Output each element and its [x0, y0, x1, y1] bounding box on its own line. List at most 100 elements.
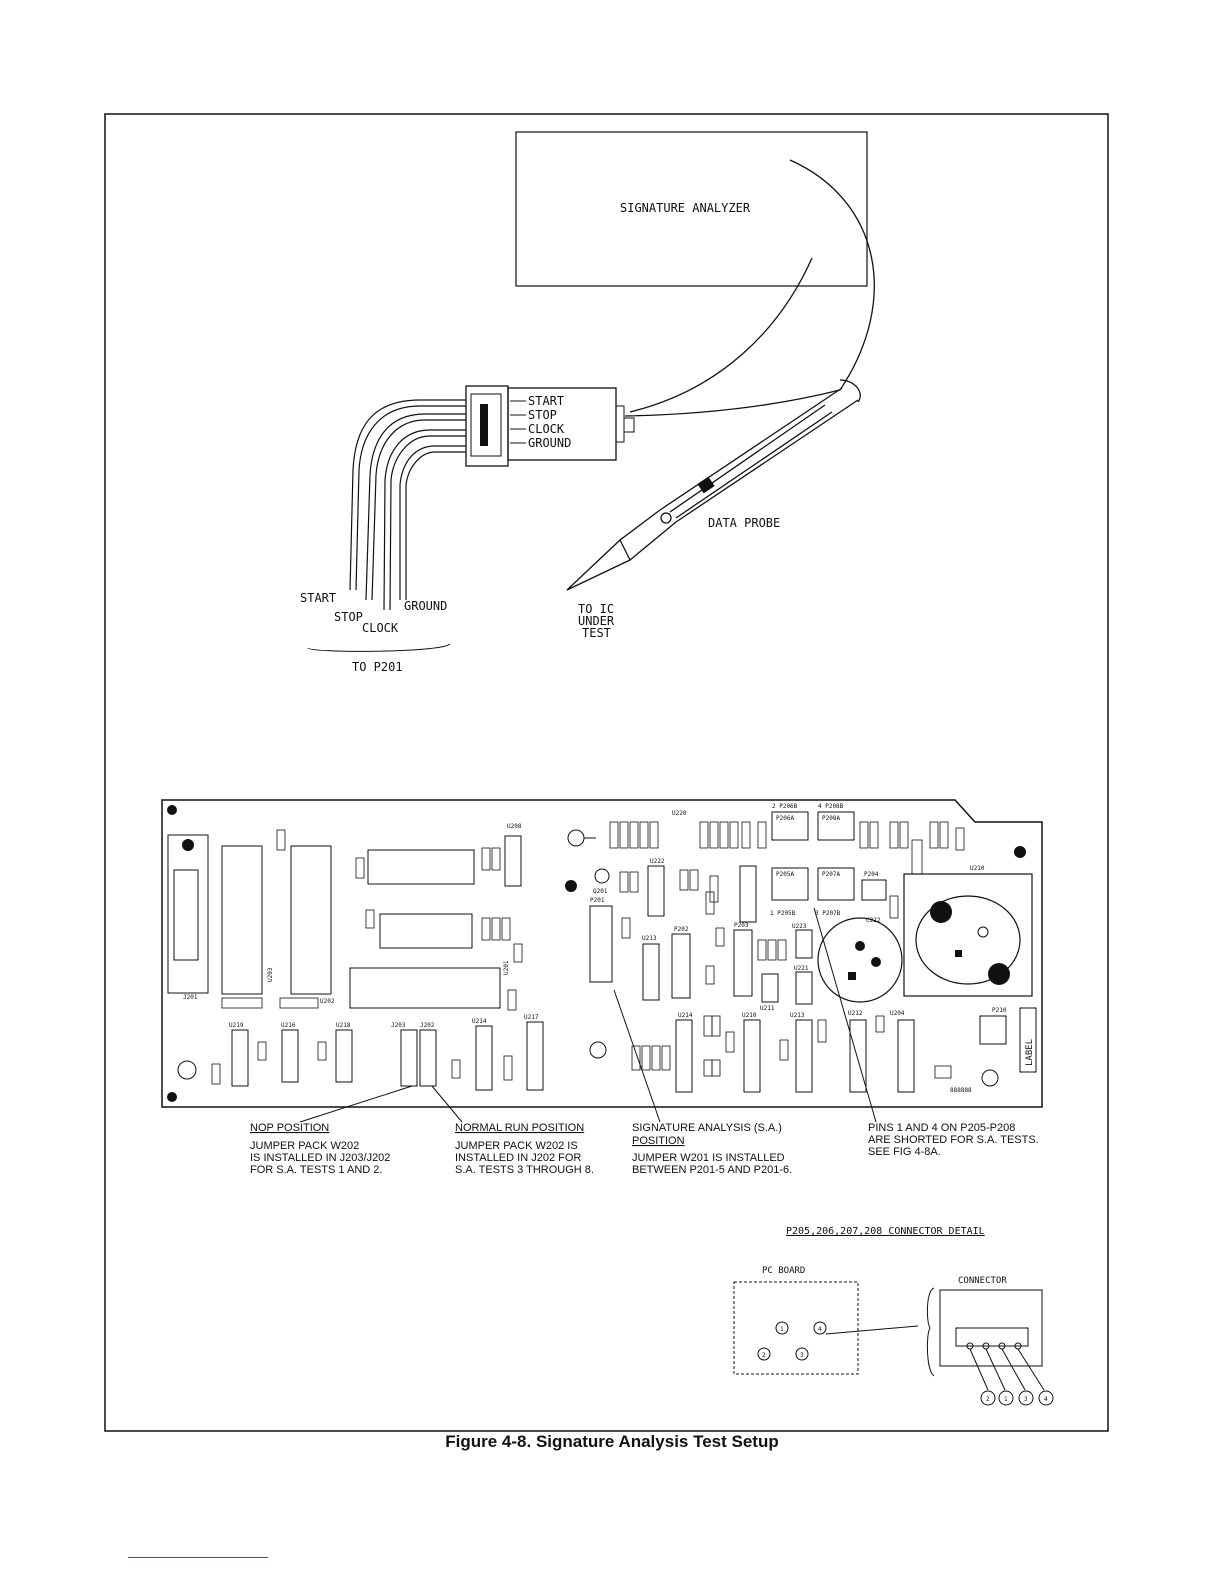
figure-caption: Figure 4-8. Signature Analysis Test Setu… — [445, 1432, 779, 1451]
note-nop-line-3: FOR S.A. TESTS 1 AND 2. — [250, 1164, 382, 1176]
note-sa-line-1: JUMPER W201 IS INSTALLED — [632, 1152, 785, 1164]
board-label-u215: U216 — [281, 1022, 296, 1029]
lead-clock-label: CLOCK — [362, 621, 399, 635]
board-label-p204: P204 — [864, 871, 879, 878]
signature-analyzer: SIGNATURE ANALYZER — [515, 131, 868, 287]
probe-target: TO IC UNDER TEST — [578, 602, 615, 640]
pod-line-ground: GROUND — [528, 436, 571, 450]
connector-p205a: P205A — [776, 871, 794, 878]
board-label-u222: U222 — [650, 858, 665, 865]
board-label-p203: P203 — [734, 922, 749, 929]
board-label-u210: U210 — [742, 1012, 757, 1019]
board-label-u201: U201 — [503, 960, 510, 975]
connector-pin-2: 2 — [980, 1390, 996, 1406]
board-label-u223: U223 — [792, 923, 807, 930]
note-sa-line-2: BETWEEN P201-5 AND P201-6. — [632, 1164, 792, 1176]
note-sa-heading: SIGNATURE ANALYSIS (S.A.) — [632, 1122, 782, 1134]
board-side-label: LABEL — [1025, 1039, 1035, 1066]
connector-p207a: P207A — [822, 871, 840, 878]
pod-line-clock: CLOCK — [528, 422, 565, 436]
board-label-p201: P201 — [590, 897, 605, 904]
note-pins-line-3: SEE FIG 4-8A. — [868, 1146, 941, 1158]
footer-rule — [128, 1557, 268, 1558]
connector-p207b: 3 P207B — [815, 910, 841, 917]
note-normal-line-2: INSTALLED IN J202 FOR — [455, 1152, 581, 1164]
pod-line-start: START — [528, 394, 564, 408]
board-label-u209: U219 — [229, 1022, 244, 1029]
connector-detail: P205,206,207,208 CONNECTOR DETAIL PC BOA… — [733, 1226, 1054, 1406]
board-pin-1: 1 — [775, 1321, 789, 1335]
to-p201-label: TO P201 — [352, 660, 403, 674]
note-normal-heading: NORMAL RUN POSITION — [455, 1122, 584, 1134]
board-label-j201: J201 — [183, 994, 198, 1001]
note-nop-heading: NOP POSITION — [250, 1122, 329, 1134]
board-label-u202: U202 — [320, 998, 335, 1005]
connector-body — [939, 1289, 1043, 1367]
board-label-u221: U221 — [794, 965, 809, 972]
board-pin-3: 3 — [795, 1347, 809, 1361]
board-label-p210: P210 — [992, 1007, 1007, 1014]
lead-stop-label: STOP — [334, 610, 363, 624]
board-label-p206b: 2 P206B — [772, 803, 798, 810]
note-leaders — [299, 907, 877, 1123]
lead-labels: START STOP CLOCK GROUND TO P201 — [300, 591, 451, 674]
board-label-u213: U213 — [642, 935, 657, 942]
pod-leads — [349, 399, 466, 611]
board-number: 888888 — [950, 1087, 972, 1094]
analyzer-cables — [624, 159, 875, 417]
note-sa-position: SIGNATURE ANALYSIS (S.A.) POSITION JUMPE… — [632, 1122, 792, 1176]
detail-title: P205,206,207,208 CONNECTOR DETAIL — [786, 1226, 985, 1237]
connector-pin-1: 1 — [998, 1390, 1014, 1406]
board-label-u217: U217 — [524, 1014, 539, 1021]
probe-target-line-1: TO IC — [578, 602, 614, 616]
board-pin-1-num: 1 — [780, 1326, 784, 1333]
connector-p205b: 1 P205B — [770, 910, 796, 917]
note-nop: NOP POSITION JUMPER PACK W202 IS INSTALL… — [250, 1122, 390, 1176]
connector-pin-3-num: 3 — [1024, 1396, 1028, 1403]
note-sa-heading-2: POSITION — [632, 1135, 685, 1147]
p205-p208-connectors: 2 P206B 4 P208B P206A P208A P205A P207A … — [770, 803, 887, 924]
connector-p206a: P206A — [776, 815, 794, 822]
resistor-networks — [211, 821, 965, 1085]
board-label-q201: Q201 — [593, 888, 608, 895]
note-normal-line-1: JUMPER PACK W202 IS — [455, 1140, 578, 1152]
data-probe: DATA PROBE — [566, 379, 861, 591]
board-label-u216: U214 — [472, 1018, 487, 1025]
board-pin-2-num: 2 — [762, 1352, 766, 1359]
board-pin-4: 4 — [813, 1321, 827, 1335]
board-label-u214: U214 — [678, 1012, 693, 1019]
connector-pin-3: 3 — [1018, 1390, 1034, 1406]
connector-pin-4: 4 — [1038, 1390, 1054, 1406]
board-label-j203: J203 — [391, 1022, 406, 1029]
note-pins: PINS 1 AND 4 ON P205-P208 ARE SHORTED FO… — [868, 1122, 1039, 1158]
analyzer-label: SIGNATURE ANALYZER — [620, 201, 751, 215]
probe-target-line-2: UNDER — [578, 614, 615, 628]
data-probe-label: DATA PROBE — [708, 516, 780, 530]
board-label-u208: U208 — [507, 823, 522, 830]
note-normal-line-3: S.A. TESTS 3 THROUGH 8. — [455, 1164, 594, 1176]
board-pin-4-num: 4 — [818, 1326, 822, 1333]
note-nop-line-1: JUMPER PACK W202 — [250, 1140, 359, 1152]
detail-connector-label: CONNECTOR — [958, 1276, 1007, 1286]
board-pin-2: 2 — [757, 1347, 771, 1361]
board-label-p208b: 4 P208B — [818, 803, 844, 810]
pod-line-stop: STOP — [528, 408, 557, 422]
board-label-u220: U220 — [672, 810, 687, 817]
connector-p208a: P208A — [822, 815, 840, 822]
board-label-j202: J202 — [420, 1022, 435, 1029]
figure-frame — [104, 113, 1109, 1432]
lead-ground-label: GROUND — [404, 599, 447, 613]
pc-board: J201 U203 U202 U201 U219 U216 U218 J203 … — [161, 799, 1043, 1108]
board-label-u204: U204 — [890, 1010, 905, 1017]
note-pins-line-1: PINS 1 AND 4 ON P205-P208 — [868, 1122, 1015, 1134]
pod: START STOP CLOCK GROUND — [465, 385, 635, 467]
board-label-u212: U212 — [848, 1010, 863, 1017]
lead-start-label: START — [300, 591, 336, 605]
board-label-u219: U218 — [336, 1022, 351, 1029]
connector-pin-1-num: 1 — [1004, 1396, 1008, 1403]
pc-board-outline — [733, 1281, 859, 1375]
note-nop-line-2: IS INSTALLED IN J203/J202 — [250, 1152, 390, 1164]
probe-target-line-3: TEST — [582, 626, 611, 640]
note-pins-line-2: ARE SHORTED FOR S.A. TESTS. — [868, 1134, 1039, 1146]
